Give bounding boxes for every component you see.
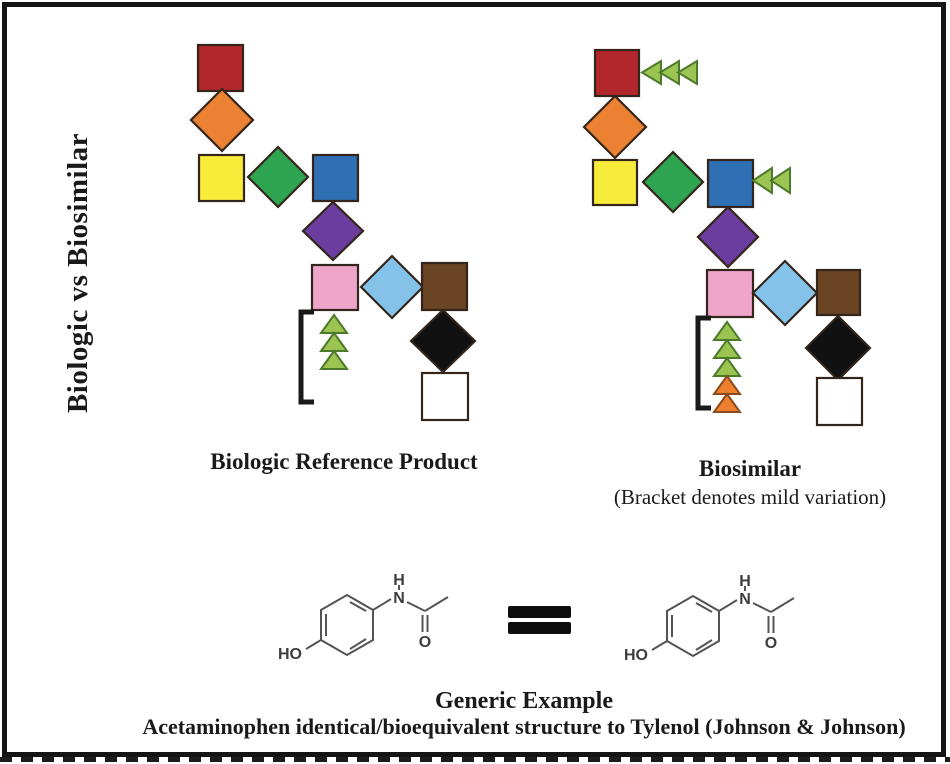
biosimilar-green-triangle-left: [769, 166, 791, 195]
methyl-bond: [424, 596, 449, 612]
reference-black-diamond: [409, 308, 477, 374]
biosimilar-orange-diamond: [582, 94, 648, 160]
generic-example-caption: Acetaminophen identical/bioequivalent st…: [142, 714, 906, 739]
biosimilar-brown-square: [815, 268, 862, 317]
glycan-structures-layer: [189, 43, 872, 427]
carbonyl-o-label: O: [419, 634, 431, 651]
biosimilar-green-triangle: [712, 320, 742, 341]
ring-n-bond: [718, 599, 738, 612]
biosimilar-blue-square: [706, 158, 755, 209]
reference-variation-bracket: [298, 309, 314, 405]
amide-h-label: H: [393, 572, 405, 589]
biosimilar-green-triangle-left: [751, 166, 773, 195]
acetaminophen-structure-right: HO H N O: [624, 573, 795, 664]
reference-lightblue-diamond: [359, 254, 425, 320]
reference-pink-square: [310, 263, 360, 312]
biosimilar-label-block: Biosimilar (Bracket denotes mild variati…: [555, 456, 945, 510]
benzene-ring: [666, 594, 720, 658]
biosimilar-green-triangle: [712, 356, 742, 377]
reference-red-square: [196, 43, 245, 93]
reference-green-triangle: [319, 313, 349, 334]
biosimilar-red-square: [593, 48, 641, 98]
methyl-bond: [770, 597, 795, 613]
benzene-ring: [320, 593, 374, 657]
biosimilar-orange-triangle: [712, 392, 742, 413]
biosimilar-pink-square: [705, 268, 755, 319]
biosimilar-label: Biosimilar: [698, 456, 802, 481]
reference-brown-square: [420, 261, 469, 312]
hydroxyl-bond: [651, 640, 668, 651]
reference-yellow-square: [197, 153, 246, 203]
generic-example-title: Generic Example: [435, 688, 613, 714]
reference-blue-square: [311, 153, 360, 203]
ring-n-bond: [372, 598, 392, 611]
reference-purple-diamond: [301, 200, 365, 262]
hydroxyl-label: HO: [278, 646, 302, 663]
equals-bar-top: [508, 606, 571, 618]
biosimilar-orange-triangle: [712, 374, 742, 395]
acetaminophen-structure-left: HO H N O: [278, 572, 449, 663]
n-c-bond: [752, 602, 772, 613]
biosimilar-variation-bracket: [695, 315, 711, 411]
hydroxyl-bond: [305, 639, 322, 650]
amide-n-label: N: [739, 591, 751, 608]
reference-green-triangle: [319, 331, 349, 352]
amide-n-label: N: [393, 590, 405, 607]
scan-artifact-dashes: [0, 757, 950, 762]
reference-green-diamond: [246, 145, 310, 209]
biosimilar-green-diamond: [641, 150, 705, 214]
biosimilar-purple-diamond: [696, 205, 760, 269]
equivalence-equals-icon: [508, 606, 571, 638]
reference-product-label: Biologic Reference Product: [210, 449, 478, 474]
equals-bar-bottom: [508, 622, 571, 634]
n-c-bond: [406, 601, 426, 612]
biosimilar-green-triangle-left: [676, 59, 698, 86]
reference-white-square: [420, 371, 470, 422]
reference-orange-diamond: [189, 87, 255, 153]
biosimilar-sublabel: (Bracket denotes mild variation): [613, 485, 887, 509]
hydroxyl-label: HO: [624, 647, 648, 664]
amide-h-label: H: [739, 573, 751, 590]
carbonyl-o-label: O: [765, 635, 777, 652]
biosimilar-black-diamond: [804, 314, 872, 382]
biosimilar-green-triangle: [712, 338, 742, 359]
biosimilar-yellow-square: [591, 158, 639, 207]
biosimilar-lightblue-diamond: [751, 259, 819, 327]
reference-green-triangle: [319, 349, 349, 370]
biosimilar-white-square: [815, 376, 864, 427]
